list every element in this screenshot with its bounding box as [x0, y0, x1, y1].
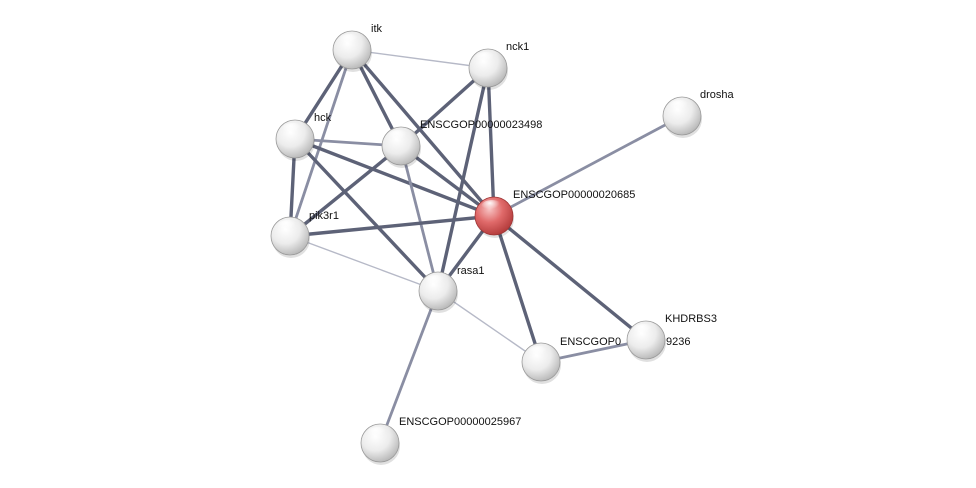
edge-itk-nck1[interactable]	[351, 49, 489, 69]
node-label-ens9236[interactable]: ENSCGOP0	[560, 336, 621, 348]
node-drosha[interactable]	[662, 96, 702, 138]
edge-hck-rasa1[interactable]	[293, 137, 440, 293]
node-layer	[270, 30, 702, 465]
node-ens23498[interactable]	[381, 126, 421, 168]
node-highlight	[277, 220, 299, 234]
node-highlight	[425, 275, 447, 289]
node-ens9236[interactable]	[521, 342, 561, 384]
node-label-nck1[interactable]: nck1	[506, 41, 529, 53]
edge-pik3r1-ens20685[interactable]	[288, 214, 496, 238]
edge-rasa1-ens25967[interactable]	[378, 289, 440, 445]
node-label-pik3r1[interactable]: pik3r1	[309, 210, 339, 222]
node-rasa1[interactable]	[418, 271, 458, 313]
edge-ens20685-ens9236[interactable]	[492, 214, 543, 364]
node-highlight	[528, 346, 550, 360]
node-label-ens20685[interactable]: ENSCGOP00000020685	[513, 189, 635, 201]
node-highlight	[481, 200, 503, 214]
node-hck[interactable]	[275, 119, 315, 161]
edge-ens20685-khdrbs3[interactable]	[492, 214, 648, 342]
edge-itk-ens20685[interactable]	[350, 48, 496, 218]
node-label-hck[interactable]: hck	[314, 112, 332, 124]
node-highlight	[339, 34, 361, 48]
node-ens20685[interactable]	[474, 196, 514, 238]
edge-ens23498-ens20685[interactable]	[399, 144, 496, 218]
node-highlight	[367, 427, 389, 441]
node-label-rasa1[interactable]: rasa1	[457, 265, 485, 277]
edge-layer	[288, 48, 684, 445]
label-layer: itk nck1 drosha hckENSCGOP00000023498ENSCGO…	[309, 23, 735, 428]
edge-ens20685-drosha[interactable]	[492, 114, 684, 218]
edge-rasa1-ens9236[interactable]	[437, 290, 542, 363]
node-label-tail-ens9236: 9236	[666, 336, 690, 348]
node-label-itk[interactable]: itk	[371, 23, 383, 35]
node-label-drosha[interactable]: drosha	[700, 89, 735, 101]
edge-itk-pik3r1[interactable]	[288, 48, 354, 238]
edge-nck1-ens20685[interactable]	[486, 66, 496, 218]
node-highlight	[633, 324, 655, 338]
edge-nck1-ens23498[interactable]	[399, 66, 490, 148]
node-highlight	[475, 52, 497, 66]
node-label-khdrbs3[interactable]: KHDRBS3	[665, 313, 717, 325]
node-label-ens25967[interactable]: ENSCGOP00000025967	[399, 416, 521, 428]
node-ens25967[interactable]	[360, 423, 400, 465]
node-highlight	[669, 100, 691, 114]
node-highlight	[282, 123, 304, 137]
edge-nck1-rasa1[interactable]	[436, 66, 490, 293]
node-highlight	[388, 130, 410, 144]
edge-ens23498-rasa1[interactable]	[399, 144, 440, 293]
edge-ens23498-pik3r1[interactable]	[288, 144, 403, 238]
node-khdrbs3[interactable]	[626, 320, 666, 362]
node-itk[interactable]	[332, 30, 372, 72]
node-label-ens23498[interactable]: ENSCGOP00000023498	[420, 119, 542, 131]
edge-pik3r1-rasa1[interactable]	[289, 235, 439, 292]
node-pik3r1[interactable]	[270, 216, 310, 258]
edge-hck-ens20685[interactable]	[293, 137, 496, 218]
node-nck1[interactable]	[468, 48, 508, 90]
